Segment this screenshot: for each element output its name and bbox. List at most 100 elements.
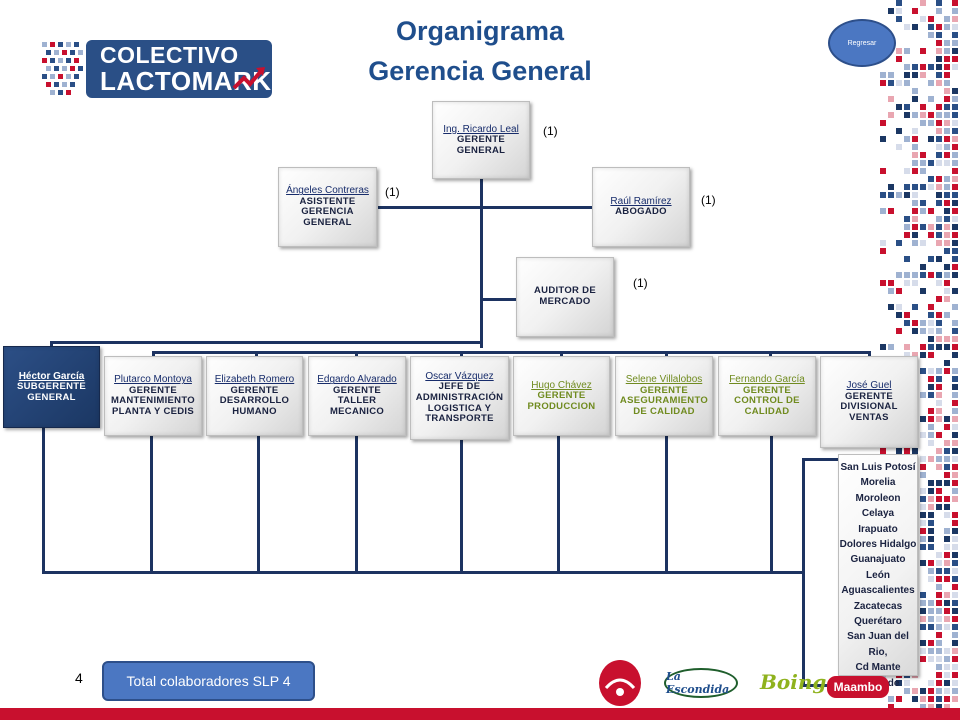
back-button[interactable]: Regresar (828, 19, 896, 67)
decorative-square (944, 600, 950, 606)
person-name: Fernando García (729, 374, 805, 386)
decorative-square (936, 0, 942, 6)
decorative-square (880, 72, 886, 78)
decorative-square (928, 432, 934, 438)
decorative-square (944, 48, 950, 54)
decorative-square (920, 16, 926, 22)
decorative-square (936, 160, 942, 166)
decorative-square (920, 0, 926, 6)
decorative-square (920, 120, 926, 126)
connector-line (665, 436, 668, 573)
decorative-square (952, 56, 958, 62)
decorative-square (896, 240, 902, 246)
connector-line (50, 341, 482, 344)
decorative-square (952, 584, 958, 590)
decorative-square (936, 576, 942, 582)
decorative-square (936, 312, 942, 318)
decorative-square (912, 328, 918, 334)
decorative-square (952, 464, 958, 470)
decorative-square (936, 240, 942, 246)
decorative-square (936, 592, 942, 598)
decorative-square (944, 24, 950, 30)
decorative-square (912, 208, 918, 214)
decorative-square (944, 464, 950, 470)
decorative-square (912, 24, 918, 30)
person-role: GERENTE MANTENIMIENTO PLANTA Y CEDIS (111, 384, 195, 417)
decorative-square (952, 552, 958, 558)
decorative-square (936, 280, 942, 286)
city-item: Irapuato (858, 523, 898, 535)
decorative-square (928, 480, 934, 486)
decorative-square (952, 616, 958, 622)
decorative-square (904, 80, 910, 86)
decorative-square (936, 432, 942, 438)
decorative-square (920, 344, 926, 350)
decorative-square (912, 224, 918, 230)
decorative-square (936, 128, 942, 134)
decorative-square (912, 160, 918, 166)
decorative-square (888, 304, 894, 310)
decorative-square (952, 184, 958, 190)
city-item: Aguascalientes (841, 585, 915, 597)
person-role: GERENTE CONTROL DE CALIDAD (734, 384, 800, 417)
connector-line (769, 351, 772, 359)
decorative-square (928, 344, 934, 350)
decorative-square (952, 560, 958, 566)
person-role: GERENTE PRODUCCION (527, 389, 596, 412)
decorative-square (952, 248, 958, 254)
decorative-square (928, 600, 934, 606)
decorative-square (944, 224, 950, 230)
decorative-square (920, 240, 926, 246)
city-item: Morelia (860, 477, 896, 489)
decorative-square (936, 24, 942, 30)
decorative-square (920, 416, 926, 422)
decorative-square (920, 488, 926, 494)
decorative-square (936, 232, 942, 238)
brand-logo-la-escondida: La Escondida (664, 668, 738, 698)
decorative-square (912, 216, 918, 222)
decorative-square (880, 448, 886, 454)
city-item: San Juan del Rio, (847, 631, 909, 658)
decorative-square (880, 240, 886, 246)
decorative-square (920, 168, 926, 174)
connector-line (557, 436, 560, 573)
decorative-square (920, 608, 926, 614)
decorative-square (880, 80, 886, 86)
decorative-square (952, 8, 958, 14)
decorative-square (944, 136, 950, 142)
decorative-square (928, 32, 934, 38)
decorative-square (944, 232, 950, 238)
decorative-square (912, 304, 918, 310)
decorative-square (944, 608, 950, 614)
decorative-square (936, 376, 942, 382)
logo-arrow-icon (232, 67, 265, 90)
decorative-square (952, 328, 958, 334)
decorative-square (928, 568, 934, 574)
total-collaborators-button[interactable]: Total colaboradores SLP 4 (102, 661, 315, 701)
connector-line (560, 351, 563, 359)
decorative-square (952, 216, 958, 222)
decorative-square (928, 656, 934, 662)
decorative-square (920, 640, 926, 646)
decorative-square (936, 72, 942, 78)
decorative-square (920, 112, 926, 118)
decorative-square (928, 640, 934, 646)
decorative-square (888, 280, 894, 286)
decorative-square (952, 448, 958, 454)
decorative-square (896, 696, 902, 702)
decorative-square (952, 320, 958, 326)
decorative-square (952, 304, 958, 310)
decorative-square (920, 696, 926, 702)
decorative-square (920, 616, 926, 622)
decorative-square (880, 248, 886, 254)
decorative-square (952, 264, 958, 270)
decorative-square (928, 232, 934, 238)
connector-line (802, 684, 838, 687)
decorative-square (944, 416, 950, 422)
person-role: ABOGADO (615, 206, 667, 218)
decorative-square (952, 568, 958, 574)
decorative-square (904, 136, 910, 142)
person-name: Oscar Vázquez (425, 371, 494, 383)
decorative-square (944, 264, 950, 270)
decorative-square (928, 176, 934, 182)
